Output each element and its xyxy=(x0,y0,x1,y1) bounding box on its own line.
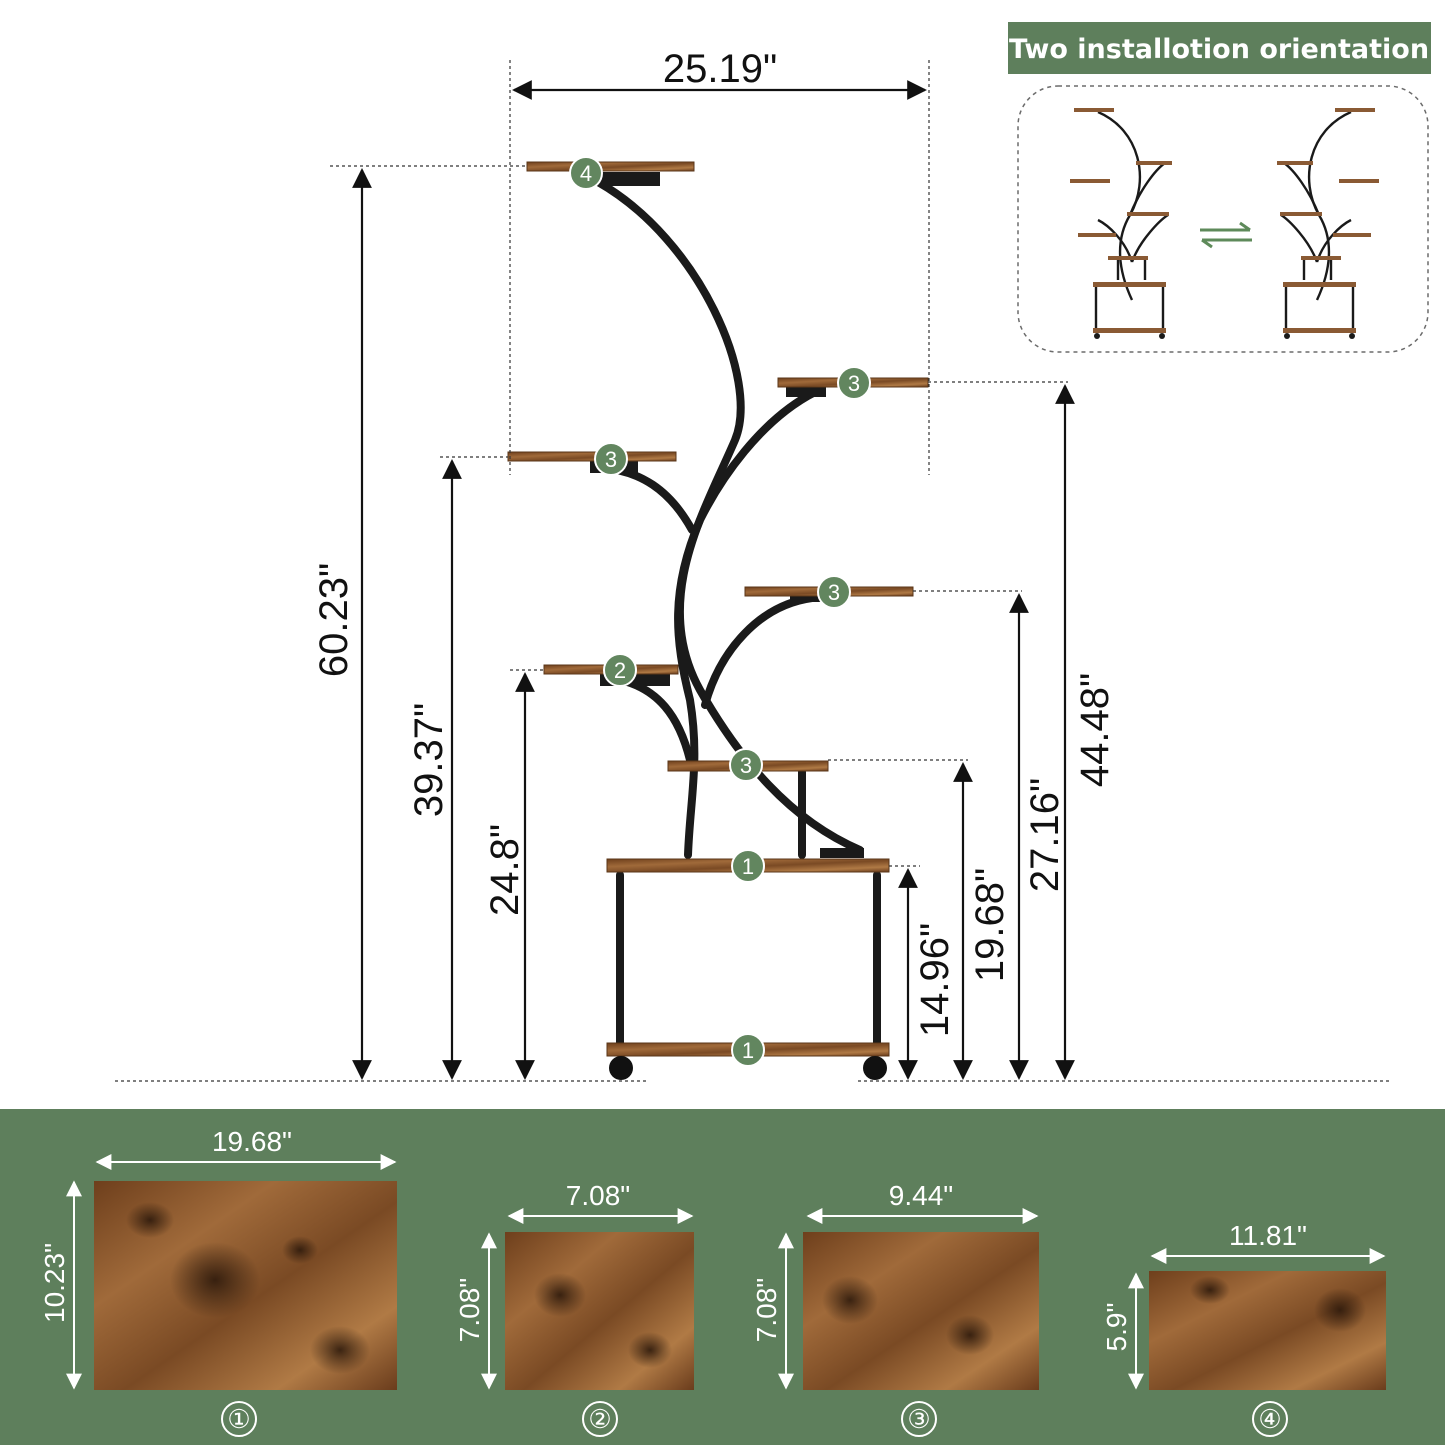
badge-left-mid: 2 xyxy=(603,653,637,687)
mini-stand-right xyxy=(1277,108,1379,339)
inset-frame xyxy=(1017,85,1429,353)
badge-right-upper: 3 xyxy=(837,366,871,400)
panel-1-id: ① xyxy=(227,1404,250,1434)
panel-4-height: 5.9" xyxy=(1101,1303,1132,1352)
dim-overall-width: 25.19" xyxy=(663,47,777,91)
mini-stand-left-shelves xyxy=(1070,108,1172,333)
shelf-brackets xyxy=(590,172,864,858)
shelf-badges: 4 3 3 3 2 3 1 1 xyxy=(569,156,871,1067)
shelf-left-upper xyxy=(507,451,677,462)
svg-text:1: 1 xyxy=(742,854,754,879)
wood-panel-2 xyxy=(505,1232,694,1390)
inset-title-bar xyxy=(1008,22,1431,74)
panel-2-width: 7.08" xyxy=(566,1180,630,1211)
badge-center-low: 3 xyxy=(729,748,763,782)
inset-title: Two installotion orientation xyxy=(1009,34,1429,65)
svg-text:3: 3 xyxy=(848,371,860,396)
dim-height-39: 39.37" xyxy=(407,703,451,817)
shelf-top xyxy=(526,161,695,172)
svg-text:2: 2 xyxy=(614,658,626,683)
panel-2-height: 7.08" xyxy=(454,1278,485,1342)
swap-arrows-icon xyxy=(1200,221,1252,249)
dim-height-14: 14.96" xyxy=(913,923,957,1037)
wheel-icon xyxy=(609,1056,633,1080)
dim-total-height: 60.23" xyxy=(312,563,356,677)
svg-text:3: 3 xyxy=(605,447,617,472)
dimension-arrows xyxy=(352,80,1075,1080)
badge-right-mid: 3 xyxy=(817,575,851,609)
panel-2-id: ② xyxy=(588,1404,611,1434)
panel-1-width: 19.68" xyxy=(212,1126,292,1157)
panel-3: 9.44" 7.08" ③ xyxy=(751,1180,1039,1437)
dim-height-27: 27.16" xyxy=(1023,778,1067,892)
svg-text:1: 1 xyxy=(742,1038,754,1063)
dim-height-24: 24.8" xyxy=(483,824,527,916)
badge-top: 4 xyxy=(569,156,603,190)
svg-text:4: 4 xyxy=(580,161,592,186)
panel-2: 7.08" 7.08" ② xyxy=(454,1180,694,1437)
svg-text:3: 3 xyxy=(740,753,752,778)
panel-3-id: ③ xyxy=(907,1404,930,1434)
panel-3-width: 9.44" xyxy=(889,1180,953,1211)
dim-height-44: 44.48" xyxy=(1073,673,1117,787)
panel-3-height: 7.08" xyxy=(751,1278,782,1342)
badge-base-bottom: 1 xyxy=(731,1033,765,1067)
stand-frame xyxy=(594,178,881,1049)
panel-1: 19.68" 10.23" ① xyxy=(39,1126,397,1437)
dim-height-19: 19.68" xyxy=(968,868,1012,982)
wood-panel-4 xyxy=(1149,1271,1386,1390)
panel-4-id: ④ xyxy=(1258,1404,1281,1434)
wheel-icon xyxy=(863,1056,887,1080)
panel-4-width: 11.81" xyxy=(1229,1220,1307,1251)
svg-text:3: 3 xyxy=(828,580,840,605)
badge-left-upper: 3 xyxy=(594,442,628,476)
inset-orientation: Two installotion orientation xyxy=(1008,22,1431,353)
panel-4: 11.81" 5.9" ④ xyxy=(1101,1220,1386,1437)
stand-shelves xyxy=(507,161,929,1057)
panel-1-height: 10.23" xyxy=(39,1243,70,1323)
wheels xyxy=(609,1056,887,1080)
badge-base-top: 1 xyxy=(731,849,765,883)
guide-lines xyxy=(115,60,1390,1082)
